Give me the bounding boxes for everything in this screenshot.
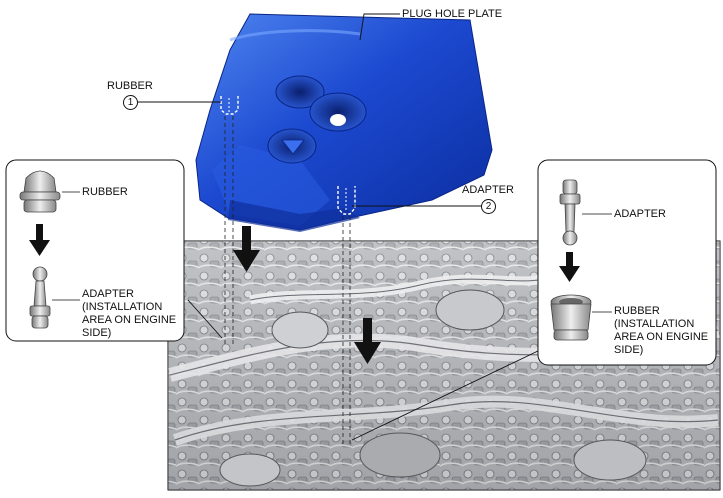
right-rubber-part <box>550 294 592 341</box>
left-inset-arrow-shaft <box>36 224 43 242</box>
leader-plug-hole-plate <box>359 13 400 41</box>
right-inset-arrow-head <box>559 266 580 282</box>
down-arrow-left <box>233 226 260 272</box>
right-adapter-part <box>559 179 581 246</box>
left-inset-arrow-head <box>29 240 50 256</box>
left-inset-rubber-label: RUBBER <box>82 186 128 198</box>
callout-2: 2 <box>481 199 496 214</box>
callout-1: 1 <box>123 95 138 110</box>
down-arrow-center <box>354 318 381 364</box>
right-inset-adapter-label: ADAPTER <box>614 208 666 220</box>
right-inset-box <box>537 159 717 366</box>
leader-left-inset <box>187 299 223 339</box>
plug-hole-plate-label: PLUG HOLE PLATE <box>402 8 503 20</box>
left-adapter-part <box>29 266 51 329</box>
left-inset-box <box>5 159 185 342</box>
plug-hole-plate <box>195 13 493 232</box>
left-inset-adapter-label: ADAPTER (INSTALLATION AREA ON ENGINE SID… <box>82 288 177 339</box>
right-inset-arrow-shaft <box>566 252 573 268</box>
rubber-dashed-marker <box>220 96 239 115</box>
rubber-label: RUBBER <box>107 80 153 92</box>
adapter-label: ADAPTER <box>462 184 514 196</box>
adapter-dashed-marker <box>337 186 356 215</box>
leader-right-inset <box>351 349 541 441</box>
left-rubber-part <box>19 170 61 213</box>
right-inset-rubber-label: RUBBER (INSTALLATION AREA ON ENGINE SIDE… <box>614 305 709 356</box>
